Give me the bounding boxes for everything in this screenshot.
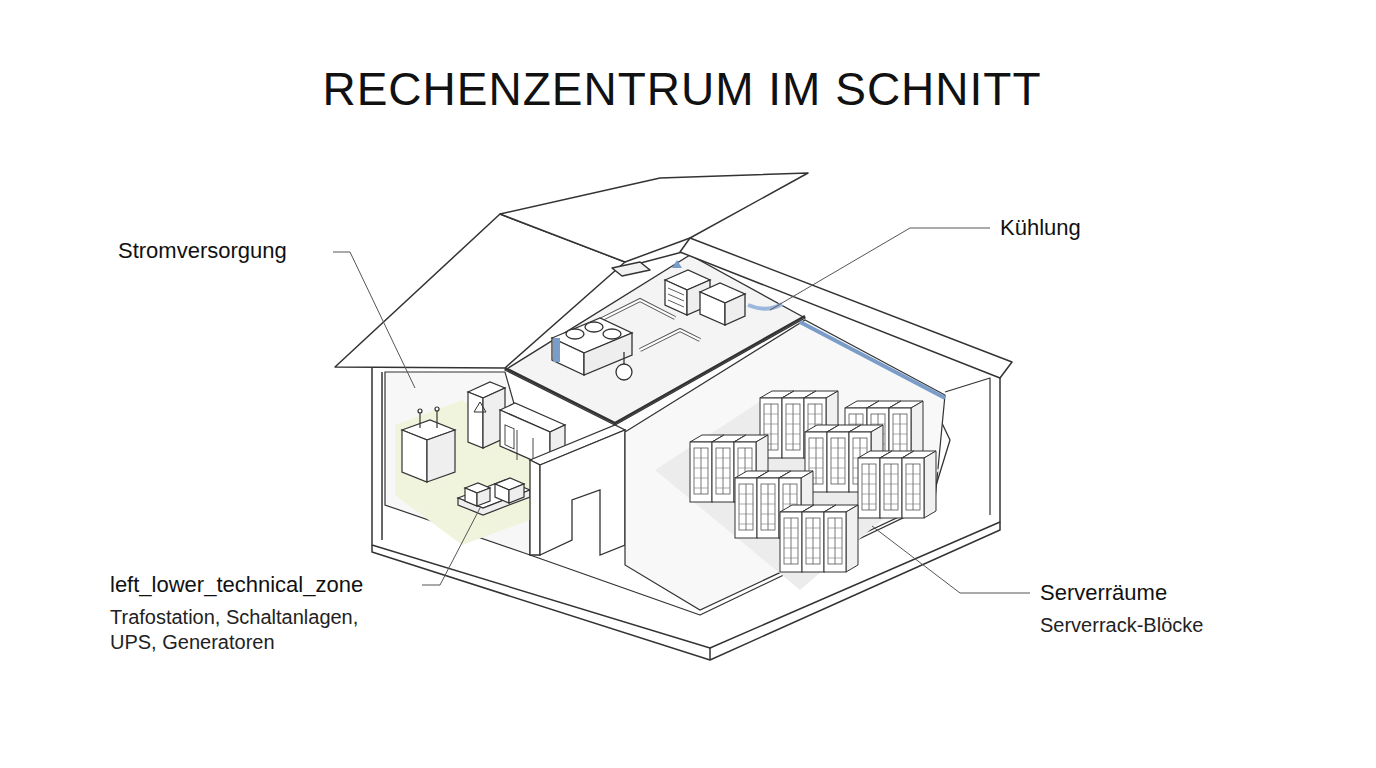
diagram-title: RECHENZENTRUM IM SCHNITT <box>0 62 1370 116</box>
server-room <box>625 320 945 610</box>
callout-label: Stromversorgung <box>118 238 287 264</box>
callout-label: left_lower_technical_zone <box>110 572 363 598</box>
callout-description: Serverrack-Blöcke <box>1040 613 1203 638</box>
power-room <box>385 372 565 555</box>
callout-label: Serverräume <box>1040 580 1167 606</box>
roof <box>335 173 1012 378</box>
callout-label: Kühlung <box>1000 215 1081 241</box>
server-racks <box>690 391 936 572</box>
leader-lines <box>333 228 1030 593</box>
partition-wall <box>530 425 625 555</box>
callout-description: Trafostation, Schaltanlagen, UPS, Genera… <box>110 605 385 655</box>
